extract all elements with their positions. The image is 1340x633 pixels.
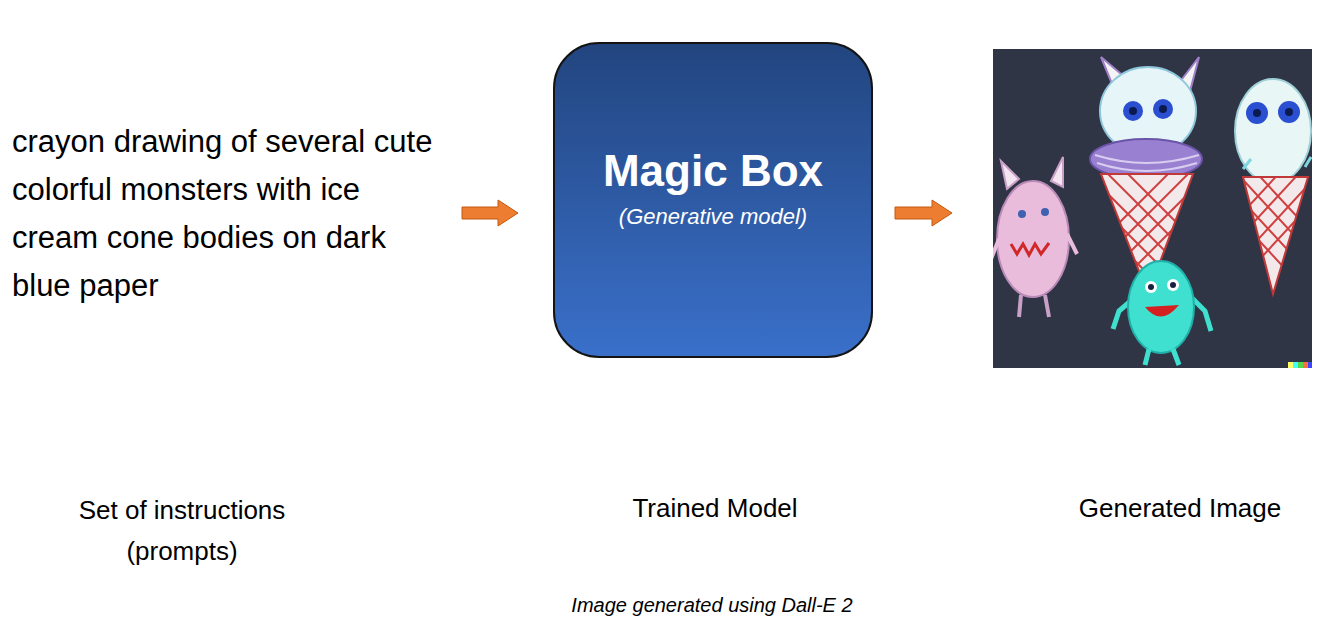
prompt-text-block: crayon drawing of several cute colorful … — [12, 118, 442, 310]
generated-image-frame: Generated Image — [993, 49, 1312, 368]
box-title: Magic Box — [603, 144, 823, 198]
generated-illustration — [993, 49, 1312, 368]
column-label: Set of instructions (prompts) — [37, 490, 327, 572]
figure-caption: Image generated using Dall-E 2 — [412, 592, 1012, 618]
box-subtitle: (Generative model) — [619, 202, 807, 232]
column-label: Generated Image — [980, 492, 1340, 524]
column-label: Trained Model — [515, 492, 915, 524]
model-box: Magic Box(Generative model)Trained Model — [553, 42, 873, 358]
flow-arrow — [462, 200, 518, 226]
prompt-text: crayon drawing of several cute colorful … — [12, 118, 442, 310]
flow-arrow — [895, 200, 952, 226]
